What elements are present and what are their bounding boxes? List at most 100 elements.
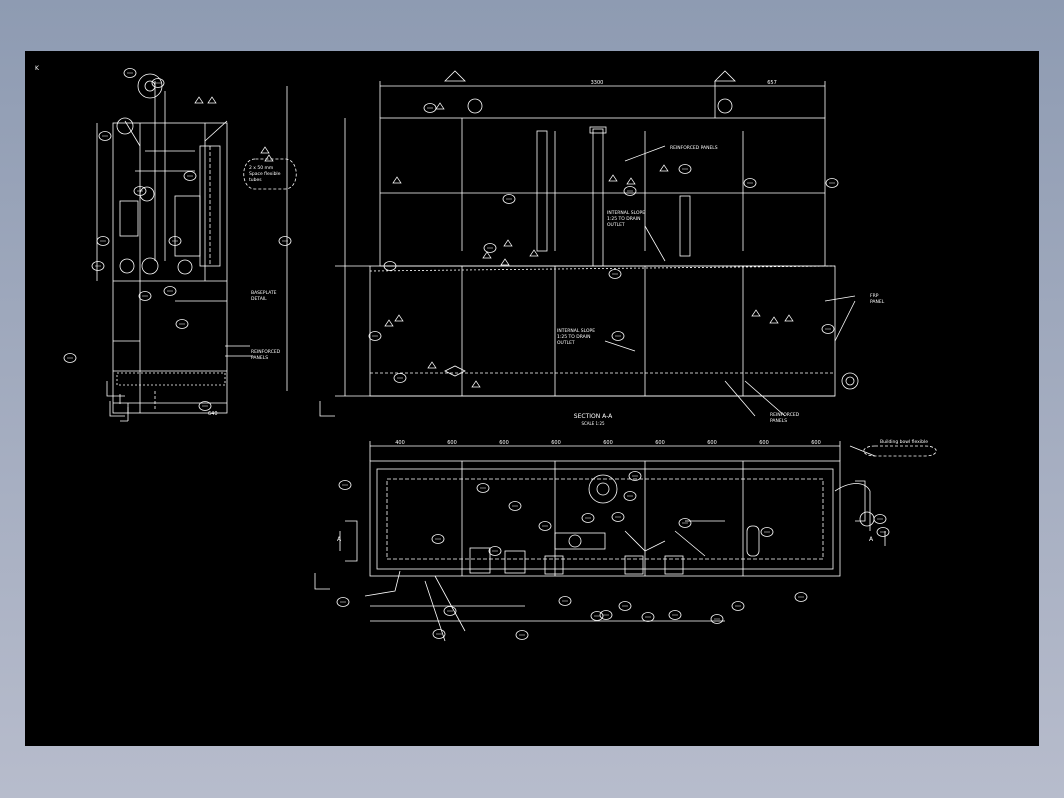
callout-balloon bbox=[731, 601, 745, 611]
callout-balloon bbox=[432, 629, 446, 639]
weld-symbol bbox=[500, 258, 510, 266]
callout-balloon bbox=[278, 236, 292, 246]
cad-drawing: K SECTION A-A SCALE 1:25 Building bowl f… bbox=[35, 65, 937, 642]
section-title: SECTION A-A bbox=[574, 413, 613, 420]
callout-balloon bbox=[383, 261, 397, 271]
callout-balloon bbox=[678, 164, 692, 174]
callout-balloon bbox=[668, 610, 682, 620]
callout-balloon bbox=[710, 614, 724, 624]
plan-section-mark-left: A bbox=[337, 536, 342, 543]
callout-balloon bbox=[599, 610, 613, 620]
weld-symbol bbox=[784, 314, 794, 322]
weld-symbol bbox=[394, 314, 404, 322]
plan-top-dimension: 400 bbox=[395, 440, 405, 446]
drawing-sheet: K SECTION A-A SCALE 1:25 Building bowl f… bbox=[25, 51, 1039, 746]
section-scale: SCALE 1:25 bbox=[581, 421, 605, 426]
weld-symbol bbox=[471, 380, 481, 388]
note-reinforced-panels-top: REINFORCED PANELS bbox=[670, 145, 718, 151]
callout-balloon bbox=[794, 592, 808, 602]
callout-balloons bbox=[63, 68, 890, 640]
plan-view bbox=[339, 441, 937, 642]
callout-balloon bbox=[133, 186, 147, 196]
callout-balloon bbox=[628, 471, 642, 481]
callout-balloon bbox=[558, 596, 572, 606]
callout-balloon bbox=[515, 630, 529, 640]
callout-balloon bbox=[488, 546, 502, 556]
callout-balloon bbox=[821, 324, 835, 334]
side-bottom-dimension: 640 bbox=[208, 411, 218, 417]
callout-balloon bbox=[760, 527, 774, 537]
callout-balloon bbox=[618, 601, 632, 611]
weld-symbol bbox=[659, 164, 669, 172]
callout-balloon bbox=[538, 521, 552, 531]
callout-balloon bbox=[825, 178, 839, 188]
weld-symbol bbox=[207, 96, 217, 104]
callout-balloon bbox=[590, 611, 604, 621]
plan-top-dimension: 600 bbox=[811, 440, 821, 446]
plan-top-dimension: 600 bbox=[655, 440, 665, 446]
axis-markers bbox=[109, 401, 335, 590]
plan-top-dimension: 600 bbox=[759, 440, 769, 446]
callout-balloon bbox=[623, 491, 637, 501]
callout-balloon bbox=[608, 269, 622, 279]
weld-symbol bbox=[482, 251, 492, 259]
side-view bbox=[96, 73, 297, 422]
callout-balloon bbox=[91, 261, 105, 271]
callout-balloon bbox=[168, 236, 182, 246]
weld-symbol bbox=[260, 146, 270, 154]
callout-balloon bbox=[611, 512, 625, 522]
section-top-dimension: 657 bbox=[767, 80, 777, 86]
drawing-text: K SECTION A-A SCALE 1:25 Building bowl f… bbox=[35, 65, 928, 543]
callout-balloon bbox=[163, 286, 177, 296]
weld-symbol bbox=[427, 361, 437, 369]
callout-balloon bbox=[611, 331, 625, 341]
callout-balloon bbox=[98, 131, 112, 141]
weld-symbol bbox=[435, 102, 445, 110]
callout-balloon bbox=[175, 319, 189, 329]
weld-symbol bbox=[626, 177, 636, 185]
callout-balloon bbox=[183, 171, 197, 181]
callout-balloon bbox=[393, 373, 407, 383]
plan-top-dimension: 600 bbox=[603, 440, 613, 446]
section-view bbox=[335, 70, 859, 417]
weld-symbol bbox=[608, 174, 618, 182]
weld-symbol bbox=[264, 154, 274, 162]
plan-top-dimension: 600 bbox=[707, 440, 717, 446]
weld-symbol bbox=[384, 319, 394, 327]
callout-balloon bbox=[443, 606, 457, 616]
weld-symbol bbox=[503, 239, 513, 247]
callout-balloon bbox=[431, 534, 445, 544]
callout-balloon bbox=[198, 401, 212, 411]
callout-balloon bbox=[873, 514, 887, 524]
callout-balloon bbox=[743, 178, 757, 188]
weld-symbol bbox=[392, 176, 402, 184]
callout-balloon bbox=[368, 331, 382, 341]
callout-balloon bbox=[336, 597, 350, 607]
plan-note-top: Building bowl flexible bbox=[880, 439, 928, 445]
callout-balloon bbox=[502, 194, 516, 204]
callout-balloon bbox=[876, 527, 890, 537]
callout-balloon bbox=[151, 78, 165, 88]
callout-balloon bbox=[423, 103, 437, 113]
weld-symbol bbox=[769, 316, 779, 324]
callout-balloon bbox=[63, 353, 77, 363]
callout-balloon bbox=[623, 186, 637, 196]
callout-balloon bbox=[338, 480, 352, 490]
callout-balloon bbox=[138, 291, 152, 301]
callout-balloon bbox=[641, 612, 655, 622]
callout-balloon bbox=[581, 513, 595, 523]
plan-top-dimension: 600 bbox=[499, 440, 509, 446]
callout-balloon bbox=[476, 483, 490, 493]
callout-balloon bbox=[123, 68, 137, 78]
plan-top-dimension: 600 bbox=[551, 440, 561, 446]
plan-top-dimension: 600 bbox=[447, 440, 457, 446]
section-top-dimension: 3300 bbox=[591, 80, 604, 86]
weld-symbol bbox=[751, 309, 761, 317]
